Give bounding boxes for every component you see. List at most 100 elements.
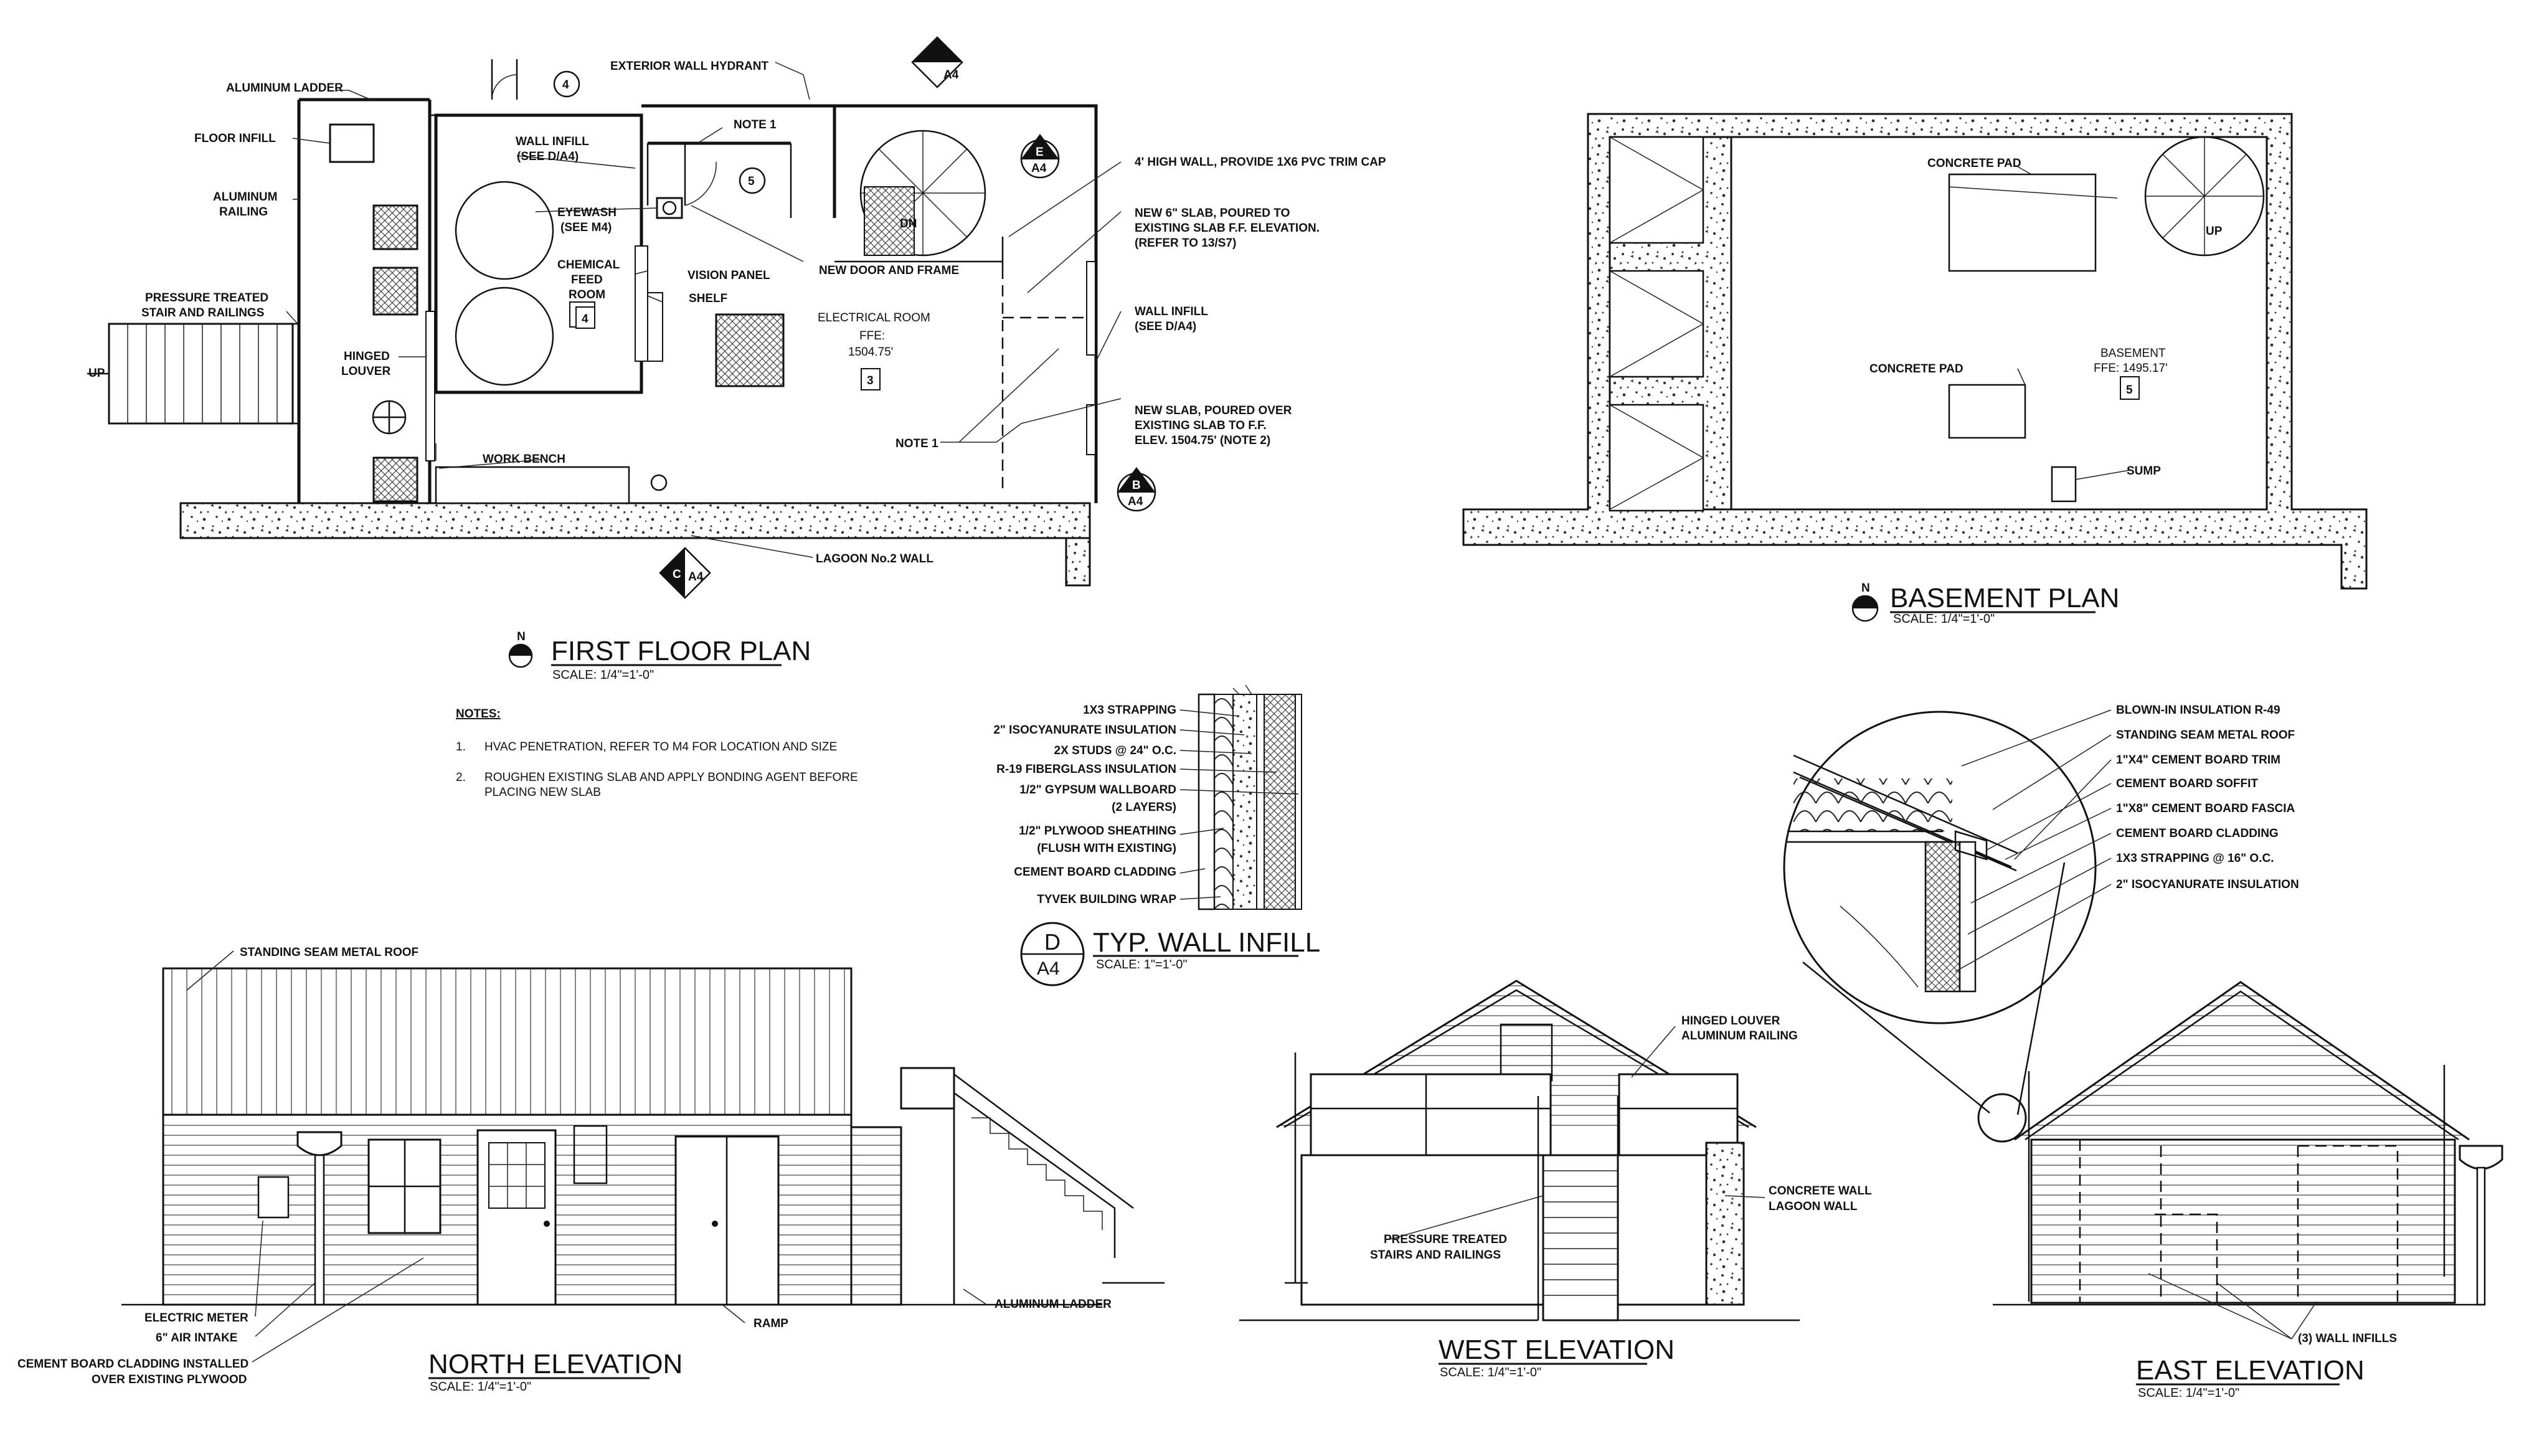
note-2-line-2: PLACING NEW SLAB (484, 786, 601, 799)
label-elec-2: FFE: (859, 329, 885, 343)
north-roof (162, 967, 853, 1116)
electric-meter (257, 1176, 290, 1219)
basement-window-3 (1609, 404, 1704, 512)
lagoon-wall-return (1065, 537, 1091, 587)
west-railing-right (1618, 1073, 1739, 1156)
floor-infill (329, 123, 375, 163)
north-label-ladder: ALUMINUM LADDER (995, 1298, 1112, 1311)
west-label-concrete: CONCRETE WALL (1769, 1184, 1872, 1198)
label-lagoon-wall: LAGOON No.2 WALL (816, 552, 933, 565)
hydrant-plan (650, 474, 668, 491)
label-wall-infill-r1: WALL INFILL (1135, 305, 1208, 318)
west-elevation-title: WEST ELEVATION (1439, 1335, 1675, 1365)
basement-north-arrow (1851, 595, 1879, 622)
label-sec-b-bot: A4 (1128, 495, 1143, 508)
infill-tag-bottom: A4 (1037, 958, 1060, 979)
roof-callout-7: 1X3 STRAPPING @ 16" O.C. (2116, 852, 2274, 865)
label-floor-infill: FLOOR INFILL (194, 132, 276, 145)
north-elevation-scale: SCALE: 1/4"=1'-0" (430, 1380, 531, 1394)
north-label-meter: ELECTRIC METER (144, 1312, 248, 1325)
west-louver (1500, 1023, 1553, 1082)
notes-heading: NOTES: (456, 707, 501, 721)
vision-panel (635, 245, 648, 362)
east-gable (2014, 981, 2470, 1141)
label-aluminum-ladder: ALUMINUM LADDER (226, 82, 343, 95)
infill-detail-title: TYP. WALL INFILL (1093, 927, 1320, 958)
infill-layer-8: TYVEK BUILDING WRAP (1037, 893, 1176, 906)
tank-1 (455, 181, 554, 280)
infill-layer-1: 1X3 STRAPPING (1083, 704, 1176, 717)
label-sump: SUMP (2127, 465, 2161, 478)
north-elevation: STANDING SEAM METAL ROOF ELECTRIC METER … (17, 946, 1165, 1394)
label-pt-stair-2: STAIR AND RAILINGS (141, 306, 264, 319)
note-2-num: 2. (456, 771, 466, 784)
basement-room-tag (2120, 376, 2140, 400)
concrete-pad-1 (1948, 173, 2097, 272)
label-elec-3: 1504.75' (848, 346, 893, 359)
label-shelf: SHELF (689, 292, 727, 305)
concrete-pad-2 (1948, 384, 2026, 439)
first-floor-north: N (517, 630, 526, 643)
label-exterior-wall-hydrant: EXTERIOR WALL HYDRANT (610, 60, 768, 73)
sump (2051, 466, 2077, 503)
north-label-roof: STANDING SEAM METAL ROOF (240, 946, 418, 959)
notes: NOTES: 1. HVAC PENETRATION, REFER TO M4 … (456, 707, 858, 799)
east-elevation: (3) WALL INFILLS EAST ELEVATION SCALE: 1… (1993, 981, 2503, 1400)
roof-eave-detail: BLOWN-IN INSULATION R-49 STANDING SEAM M… (1783, 704, 2299, 1143)
label-work-bench: WORK BENCH (483, 453, 565, 466)
label-basement-2: FFE: 1495.17' (2094, 362, 2168, 375)
first-floor-plan-title: FIRST FLOOR PLAN (551, 636, 811, 666)
note-2-line-1: ROUGHEN EXISTING SLAB AND APPLY BONDING … (484, 771, 858, 784)
label-eyewash-2: (SEE M4) (560, 221, 612, 234)
north-elevation-title: NORTH ELEVATION (428, 1349, 683, 1379)
infill-layer-6a: 1/2" PLYWOOD SHEATHING (1019, 825, 1176, 838)
label-new-slab-3: (REFER TO 13/S7) (1135, 237, 1236, 250)
infill-layer-6b: (FLUSH WITH EXISTING) (1037, 842, 1176, 855)
east-air-intake (2459, 1145, 2503, 1170)
section-marker-c (659, 547, 711, 599)
label-vision-panel: VISION PANEL (688, 269, 770, 282)
grate-2 (372, 267, 418, 316)
room-tag-3 (861, 368, 881, 390)
label-wall-infill-1: WALL INFILL (516, 135, 589, 148)
west-label-pt-2: STAIRS AND RAILINGS (1370, 1249, 1501, 1262)
section-marker-b (1117, 467, 1156, 512)
label-new-slab-b3: ELEV. 1504.75' (NOTE 2) (1135, 434, 1270, 447)
note-1-text: HVAC PENETRATION, REFER TO M4 FOR LOCATI… (484, 740, 837, 754)
label-sec-e-bot: A4 (1031, 162, 1047, 175)
label-note1-top: NOTE 1 (734, 118, 777, 131)
west-elevation-scale: SCALE: 1/4"=1'-0" (1440, 1366, 1541, 1379)
first-floor-plan: ALUMINUM LADDER EXTERIOR WALL HYDRANT FL… (87, 36, 1386, 682)
exterior-stair (108, 323, 294, 425)
label-sec-e-top: E (1036, 146, 1044, 159)
basement-north: N (1861, 582, 1870, 595)
label-aluminum-railing-2: RAILING (219, 206, 268, 219)
basement-plan-scale: SCALE: 1/4"=1'-0" (1893, 612, 1995, 626)
roof-callout-8: 2" ISOCYANURATE INSULATION (2116, 878, 2299, 891)
label-dn: DN (900, 217, 917, 230)
label-pt-stair-1: PRESSURE TREATED (145, 291, 268, 305)
roof-callout-4: CEMENT BOARD SOFFIT (2116, 777, 2258, 790)
label-chem-1: CHEMICAL (557, 258, 620, 272)
label-four-ft-wall: 4' HIGH WALL, PROVIDE 1X6 PVC TRIM CAP (1135, 156, 1386, 169)
grate-3 (372, 456, 418, 503)
label-new-slab-1: NEW 6" SLAB, POURED TO (1135, 207, 1290, 220)
west-label-lagoon: LAGOON WALL (1769, 1200, 1858, 1213)
east-label-infills: (3) WALL INFILLS (2298, 1332, 2397, 1345)
door-tag-4 (553, 70, 580, 98)
infill-detail-scale: SCALE: 1"=1'-0" (1096, 958, 1187, 971)
section-marker-a (911, 36, 963, 88)
label-wall-infill-2: (SEE D/A4) (517, 150, 579, 163)
roof-callout-3: 1"X4" CEMENT BOARD TRIM (2116, 754, 2280, 767)
tank-2 (455, 286, 554, 386)
label-hinged-louver-1: HINGED (344, 350, 390, 363)
electrical-grate (715, 313, 785, 387)
infill-layer-4: R-19 FIBERGLASS INSULATION (996, 763, 1176, 776)
basement-window-1 (1609, 136, 1704, 244)
note-1-num: 1. (456, 740, 466, 754)
label-up: UP (88, 367, 105, 380)
infill-layer-7: CEMENT BOARD CLADDING (1014, 866, 1176, 879)
roof-callout-6: CEMENT BOARD CLADDING (2116, 827, 2279, 840)
basement-plan-title: BASEMENT PLAN (1890, 583, 2119, 613)
